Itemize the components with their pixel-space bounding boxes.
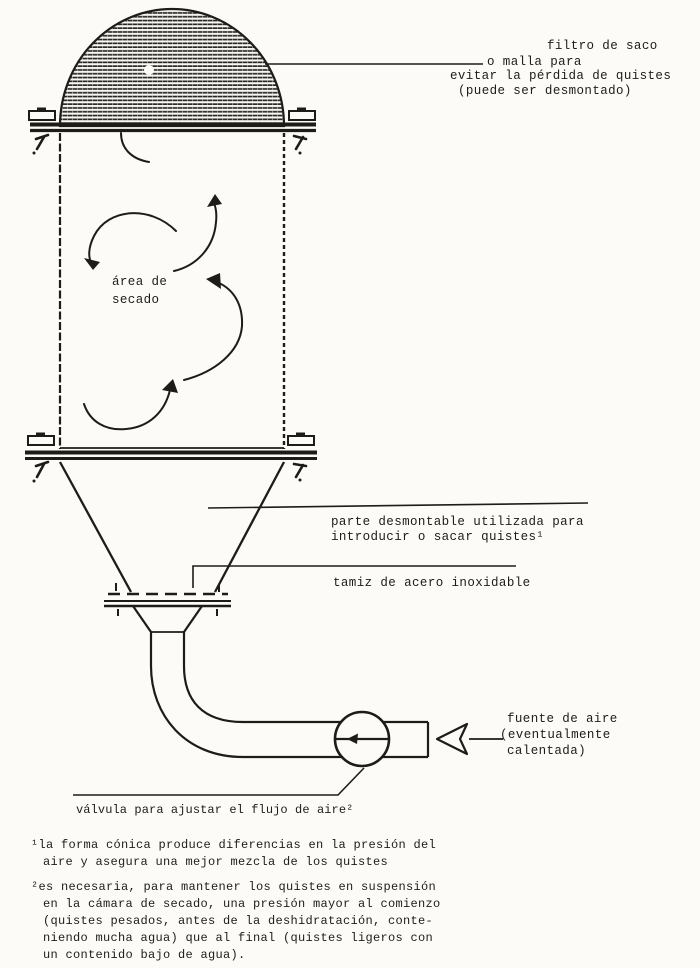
sieve-leader-line	[192, 565, 516, 588]
removable-part-leader-line	[207, 502, 589, 509]
bolt-marker-top-left	[28, 107, 56, 155]
bolt-marker-bottom-left	[27, 432, 55, 483]
swirl-arrow-bottom	[83, 389, 171, 431]
swirl-arc-top	[120, 132, 150, 163]
air-circulation-arrows	[83, 132, 244, 431]
air-source-label-line: fuente de aire	[507, 712, 618, 726]
conical-section	[58, 461, 286, 593]
footnote-2-line: en la cámara de secado, una presión mayo…	[43, 897, 441, 911]
valve-label: válvula para ajustar el flujo de aire²	[76, 803, 354, 817]
arrowhead	[207, 194, 222, 207]
air-source-label-line: calentada)	[507, 744, 587, 758]
arrowhead	[162, 379, 178, 393]
swirl-arrow-mid-right	[183, 282, 244, 381]
drying-area-label-line: área de	[112, 275, 168, 289]
valve-arrow-mark	[347, 733, 358, 744]
arrowhead	[84, 258, 100, 270]
removable-part-label-line: parte desmontable utilizada para	[331, 515, 584, 529]
elbow-pipe	[149, 632, 430, 759]
filter-label-line: o malla para	[487, 55, 582, 69]
filter-label-line: (puede ser desmontado)	[458, 84, 632, 98]
drying-area-label-line: secado	[112, 293, 160, 307]
swirl-arrow-upper-left	[88, 212, 177, 265]
footnote-2-line: (quistes pesados, antes de la deshidrata…	[43, 914, 434, 928]
air-flow-valve	[333, 710, 391, 768]
bolt-marker-top-right	[288, 107, 316, 155]
footnote-2-line: ²es necesaria, para mantener los quistes…	[31, 880, 437, 894]
filter-label-line: filtro de saco	[547, 39, 658, 53]
air-flow-arrow-icon	[435, 722, 469, 756]
drying-chamber-cylinder	[58, 133, 286, 449]
air-inlet	[435, 722, 503, 756]
bolt-marker-bottom-right	[287, 432, 315, 482]
sieve-label: tamiz de acero inoxidable	[333, 576, 531, 590]
scan-spot	[144, 65, 154, 75]
valve-leader-line	[73, 767, 365, 796]
footnote-1-line: aire y asegura una mejor mezcla de los q…	[43, 855, 389, 869]
arrowhead	[206, 273, 221, 289]
swirl-arrow-upper-right	[173, 202, 218, 272]
bottom-flange	[25, 450, 317, 460]
outlet-funnel	[132, 605, 203, 633]
footnote-2-line: un contenido bajo de agua).	[43, 948, 246, 962]
filter-label-line: evitar la pérdida de quistes	[450, 69, 672, 83]
filter-dome-cap	[58, 7, 286, 128]
sieve-flange	[104, 583, 231, 616]
removable-part-label-line: introducir o sacar quistes¹	[331, 530, 545, 544]
top-flange	[30, 122, 316, 133]
air-source-label-line: (eventualmente	[500, 728, 611, 742]
footnote-2-line: niendo mucha agua) que al final (quistes…	[43, 931, 434, 945]
footnote-1-line: ¹la forma cónica produce diferencias en …	[31, 838, 437, 852]
